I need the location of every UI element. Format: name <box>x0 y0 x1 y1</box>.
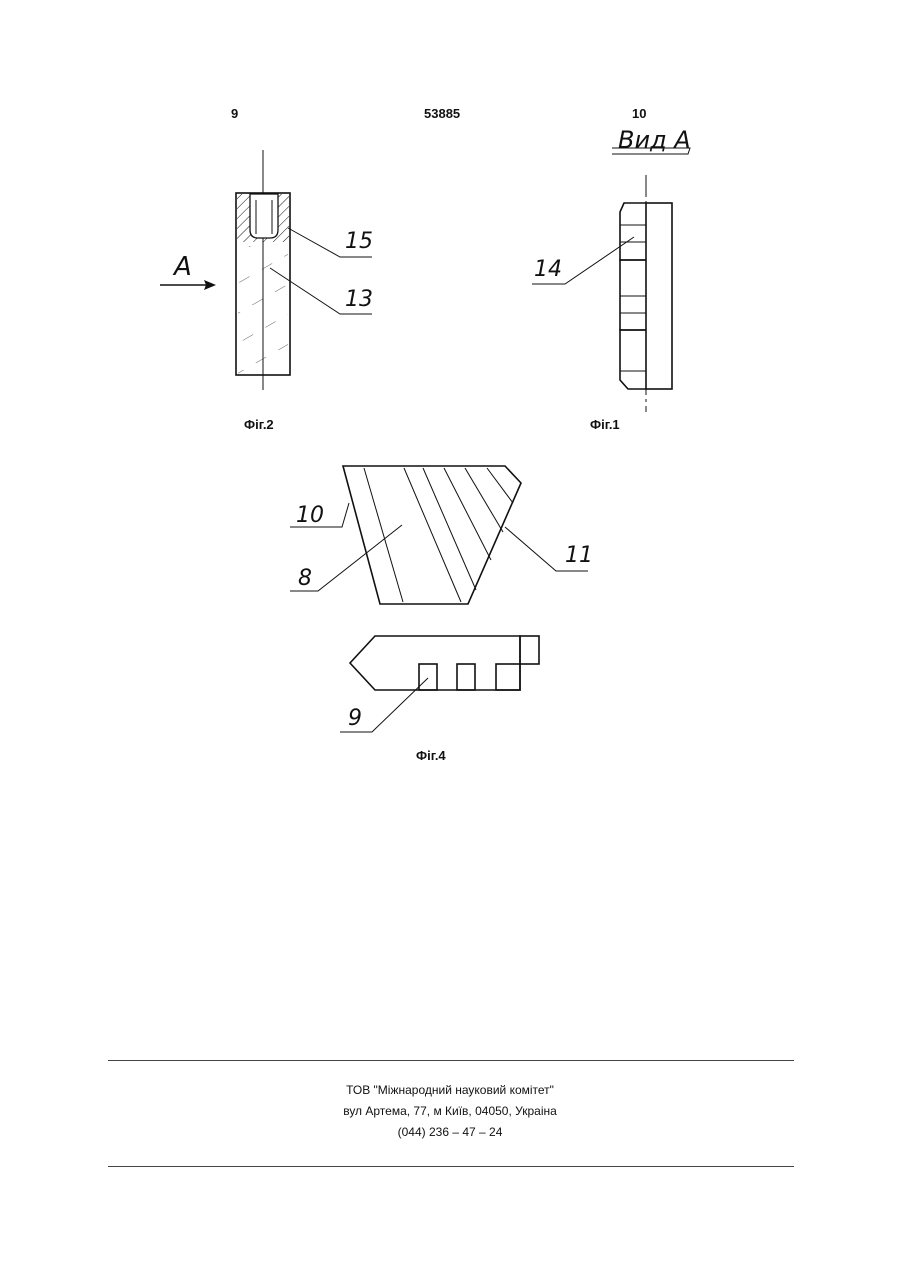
caption-fig-1: Фіг.1 <box>590 417 620 432</box>
figure-4-drawing <box>290 466 588 732</box>
footer-top-rule <box>108 1060 794 1061</box>
footer-bottom-rule <box>108 1166 794 1167</box>
view-arrow-label: A <box>174 252 192 282</box>
callout-10: 10 <box>296 503 324 528</box>
callout-15: 15 <box>345 229 373 254</box>
caption-fig-2: Фіг.2 <box>244 417 274 432</box>
callout-9: 9 <box>348 706 362 731</box>
footer-company: ТОВ "Міжнародний науковий комітет" <box>0 1083 900 1097</box>
caption-fig-4: Фіг.4 <box>416 748 446 763</box>
view-a-title: Вид А <box>618 126 691 154</box>
callout-14: 14 <box>534 257 562 282</box>
callout-8: 8 <box>298 566 312 591</box>
callout-13: 13 <box>345 287 373 312</box>
footer-address: вул Артема, 77, м Київ, 04050, Украіна <box>0 1104 900 1118</box>
footer-phone: (044) 236 – 47 – 24 <box>0 1125 900 1139</box>
callout-11: 11 <box>565 543 593 568</box>
